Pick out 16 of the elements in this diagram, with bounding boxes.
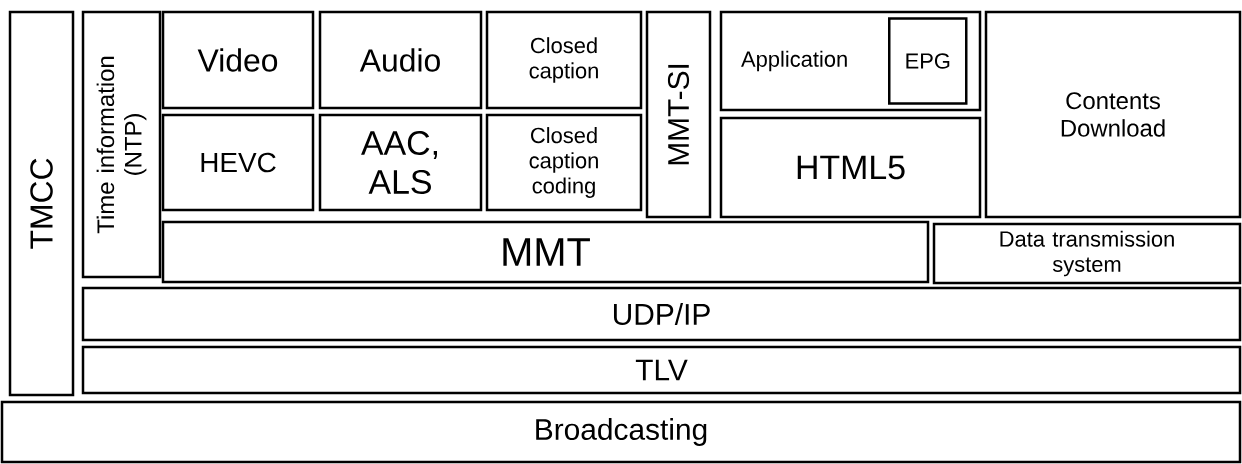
stack-layer-box: TLV (81, 345, 1242, 395)
stack-layer-box: Time information (NTP) (81, 10, 162, 279)
stack-layer-box: MMT-SI (645, 10, 712, 219)
stack-layer-box: Broadcasting (0, 400, 1242, 464)
stack-layer-box: UDP/IP (81, 286, 1242, 342)
stack-layer-box: HTML5 (719, 116, 982, 219)
stack-layer-box: Audio (318, 10, 483, 110)
stack-layer-box: TMCC (8, 10, 75, 397)
stack-layer-box: AAC, ALS (318, 113, 483, 212)
stack-layer-box: Closed caption (485, 10, 643, 110)
stack-layer-box: Contents Download (984, 10, 1242, 219)
stack-layer-box: Data transmission system (932, 222, 1242, 285)
stack-layer-box: Closed caption coding (485, 113, 643, 212)
stack-layer-box: HEVC (161, 113, 315, 212)
stack-layer-box: EPG (888, 17, 968, 105)
stack-layer-box: Video (161, 10, 315, 110)
